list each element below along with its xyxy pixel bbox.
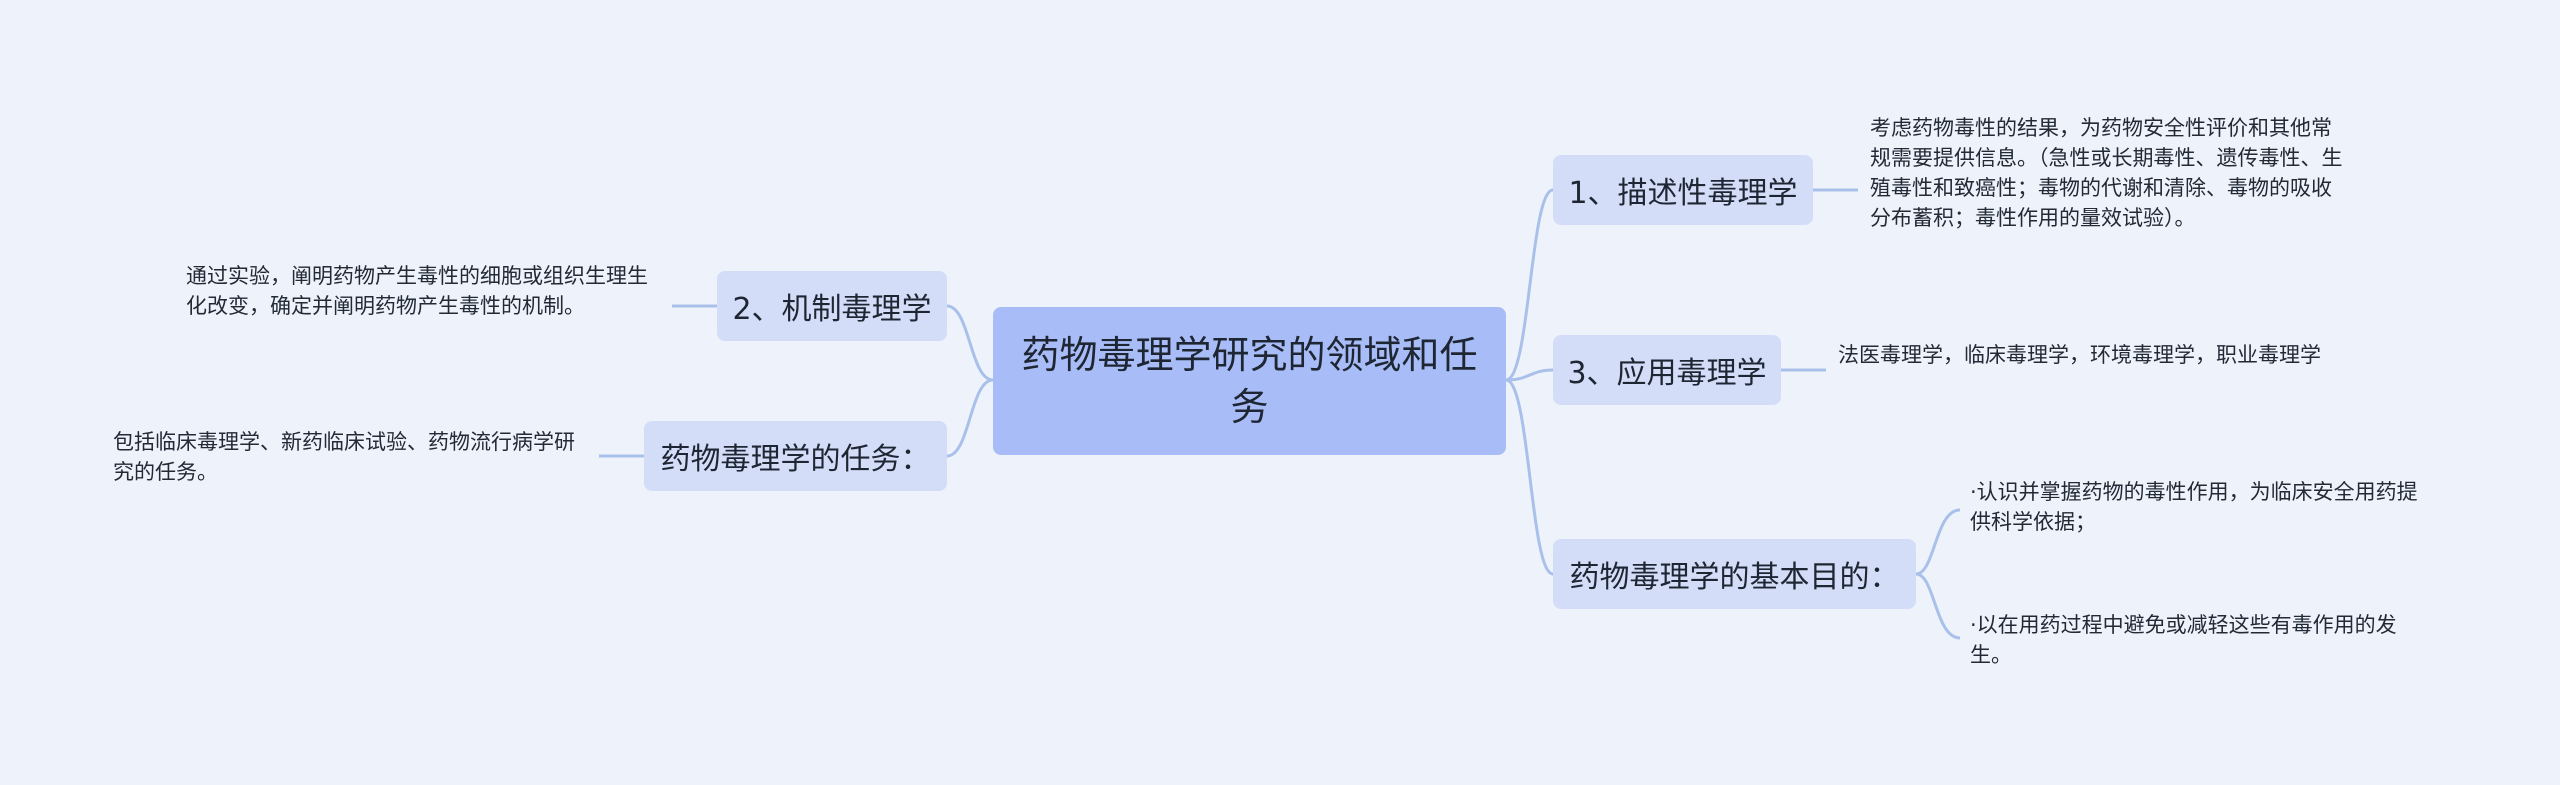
branch-applied-label: 3、应用毒理学 xyxy=(1567,356,1767,391)
link-root-mechanistic xyxy=(946,304,994,382)
branch-applied-toxicology[interactable]: 3、应用毒理学 xyxy=(1553,335,1781,405)
leaf-mechanistic-detail: 通过实验，阐明药物产生毒性的细胞或组织生理生化改变，确定并阐明药物产生毒性的机制… xyxy=(186,264,648,318)
branch-tasks-label: 药物毒理学的任务： xyxy=(660,442,931,477)
link-root-tasks xyxy=(946,378,994,458)
leaf-applied-detail: 法医毒理学，临床毒理学，环境毒理学，职业毒理学 xyxy=(1838,343,2321,367)
leaf-goals-detail-1: ·认识并掌握药物的毒性作用，为临床安全用药提供科学依据； xyxy=(1970,480,2418,534)
leaf-tasks-detail: 包括临床毒理学、新药临床试验、药物流行病学研究的任务。 xyxy=(113,430,575,484)
root-node[interactable]: 药物毒理学研究的领域和任务 xyxy=(993,307,1506,455)
branch-descriptive-label: 1、描述性毒理学 xyxy=(1568,176,1798,211)
link-root-applied xyxy=(1505,368,1554,382)
branch-mechanistic-label: 2、机制毒理学 xyxy=(732,292,932,327)
leaf-goals-detail-2: ·以在用药过程中避免或减轻这些有毒作用的发生。 xyxy=(1970,613,2397,667)
branch-basic-goals[interactable]: 药物毒理学的基本目的： xyxy=(1553,539,1916,609)
link-goals-detail-2 xyxy=(1915,572,1961,640)
branch-descriptive-toxicology[interactable]: 1、描述性毒理学 xyxy=(1553,155,1813,225)
root-title: 药物毒理学研究的领域和任务 xyxy=(1021,333,1478,429)
leaf-descriptive-detail: 考虑药物毒性的结果，为药物安全性评价和其他常规需要提供信息。（急性或长期毒性、遗… xyxy=(1870,116,2343,230)
branch-goals-label: 药物毒理学的基本目的： xyxy=(1569,560,1900,595)
link-root-descriptive xyxy=(1505,188,1554,382)
link-goals-detail-1 xyxy=(1915,508,1961,576)
branch-tasks[interactable]: 药物毒理学的任务： xyxy=(644,421,947,491)
link-root-goals xyxy=(1505,378,1554,576)
branch-mechanistic-toxicology[interactable]: 2、机制毒理学 xyxy=(717,271,947,341)
